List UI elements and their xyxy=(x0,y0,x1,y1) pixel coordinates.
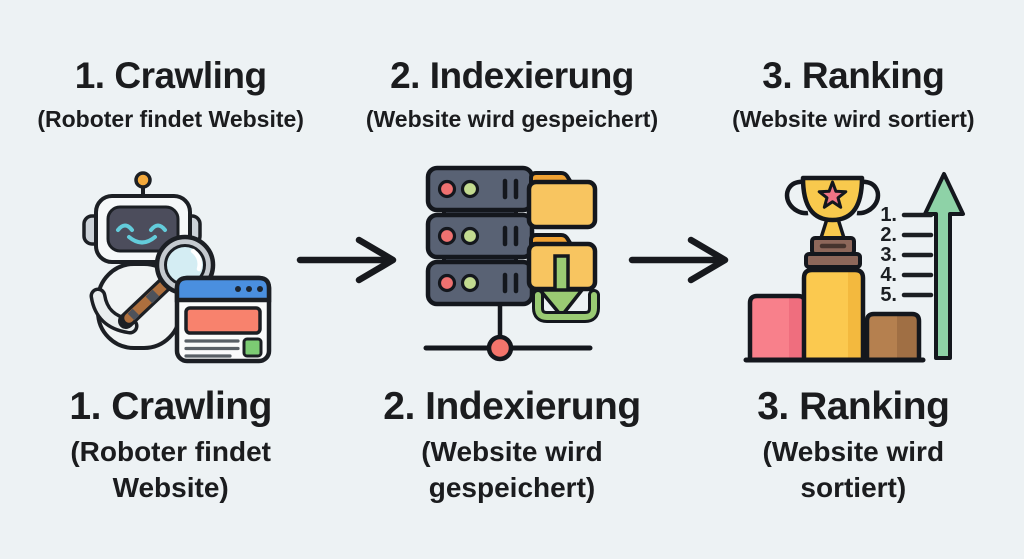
step-subtitle: (Website wird sortiert) xyxy=(732,105,975,132)
browser-title-bar xyxy=(174,275,272,303)
rank-item: 3. xyxy=(880,244,897,266)
download-arrow-icon xyxy=(553,254,570,294)
browser-window-icon xyxy=(174,275,272,364)
heading-ranking-top: 3. Ranking (Website wird sortiert) xyxy=(683,55,1024,133)
robot-face-screen xyxy=(106,205,180,253)
browser-green-block xyxy=(242,337,263,358)
step-subtitle: (Website wird gespeichert) xyxy=(421,435,603,504)
ranking-trophy-icon: 1. 2. 3. 4. 5. xyxy=(740,158,965,370)
step-title: 3. Ranking xyxy=(757,385,950,428)
step-subtitle: (Roboter findet Website) xyxy=(70,435,271,504)
step-title: 3. Ranking xyxy=(762,55,945,96)
rank-list: 1. 2. 3. 4. 5. xyxy=(880,204,934,306)
bottom-heading-row: 1. Crawling (Roboter findet Website) 2. … xyxy=(0,385,1024,507)
folder-download-icon xyxy=(526,233,600,323)
rank-item: 5. xyxy=(880,284,897,306)
step-title: 1. Crawling xyxy=(69,385,272,428)
flow-arrow-icon xyxy=(293,234,405,284)
growth-arrow-icon xyxy=(923,172,965,360)
robot-antenna-ball xyxy=(134,171,152,189)
network-node xyxy=(423,302,593,362)
podium-bars xyxy=(743,267,926,363)
step-title: 2. Indexierung xyxy=(390,55,634,96)
folder-icon xyxy=(526,171,598,230)
step-subtitle: (Roboter findet Website) xyxy=(37,105,304,132)
rank-item: 1. xyxy=(880,204,897,226)
flow-arrow-icon xyxy=(625,234,737,284)
trophy-icon xyxy=(784,175,881,269)
heading-indexierung-bottom: 2. Indexierung (Website wird gespeichert… xyxy=(341,385,682,507)
crawling-robot-icon xyxy=(72,150,307,380)
step-subtitle: (Website wird gespeichert) xyxy=(365,105,659,132)
heading-indexierung-top: 2. Indexierung (Website wird gespeichert… xyxy=(341,55,682,133)
step-title: 1. Crawling xyxy=(74,55,267,96)
step-title: 2. Indexierung xyxy=(383,385,641,428)
server-stack xyxy=(425,165,535,307)
heading-ranking-bottom: 3. Ranking (Website wird sortiert) xyxy=(683,385,1024,507)
rank-item: 4. xyxy=(880,264,897,286)
trophy-star xyxy=(817,180,848,209)
heading-crawling-top: 1. Crawling (Roboter findet Website) xyxy=(0,55,341,133)
heading-crawling-bottom: 1. Crawling (Roboter findet Website) xyxy=(0,385,341,507)
rank-item: 2. xyxy=(880,224,897,246)
browser-hero-block xyxy=(184,306,262,335)
indexing-server-icon xyxy=(420,152,630,387)
top-heading-row: 1. Crawling (Roboter findet Website) 2. … xyxy=(0,55,1024,133)
step-subtitle: (Website wird sortiert) xyxy=(762,435,945,504)
